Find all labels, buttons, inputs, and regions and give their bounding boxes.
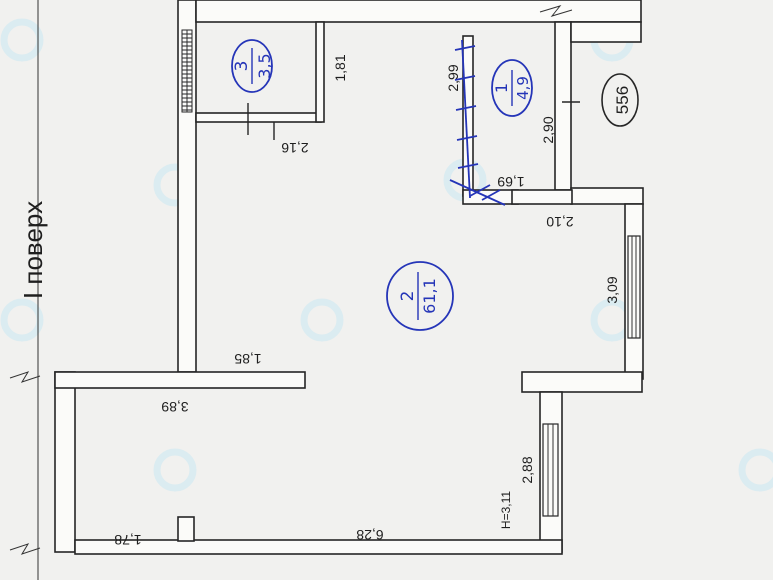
watermark-icons bbox=[0, 18, 773, 492]
dim-216: 2,16 bbox=[281, 140, 308, 156]
windows bbox=[542, 235, 641, 517]
dim-178: 1,78 bbox=[114, 532, 141, 548]
ceiling-height: H=3,11 bbox=[499, 491, 513, 529]
room-1-area: 4,9 bbox=[514, 76, 532, 100]
dim-628: 6,28 bbox=[356, 527, 383, 543]
dim-185: 1,85 bbox=[234, 351, 261, 367]
dim-299: 2,99 bbox=[445, 64, 461, 91]
room-1-number: 1 bbox=[492, 83, 511, 93]
plan-number: 556 bbox=[613, 86, 632, 114]
dim-288: 2,88 bbox=[519, 456, 535, 483]
pen-annotations bbox=[231, 39, 533, 331]
dim-309: 3,09 bbox=[604, 276, 620, 303]
room-2-area: 61,1 bbox=[420, 278, 439, 314]
plan-number-circle bbox=[601, 73, 639, 127]
vent-grid-icon bbox=[181, 29, 193, 113]
break-marks bbox=[9, 0, 573, 580]
dim-210: 2,10 bbox=[546, 214, 573, 230]
door-marks bbox=[247, 101, 580, 140]
room-3-number: 3 bbox=[232, 61, 252, 72]
room-2-number: 2 bbox=[398, 291, 418, 302]
room-3-area: 3,5 bbox=[255, 53, 274, 78]
dim-169: 1,69 bbox=[497, 174, 524, 190]
dim-181: 1,81 bbox=[332, 54, 348, 81]
dim-290: 2,90 bbox=[540, 116, 556, 143]
labels: I поверх 556 3 3,5 1 4,9 2 61,1 1,81 2,1… bbox=[18, 48, 632, 548]
dim-389: 3,89 bbox=[161, 399, 188, 415]
floor-title: I поверх bbox=[18, 201, 48, 299]
